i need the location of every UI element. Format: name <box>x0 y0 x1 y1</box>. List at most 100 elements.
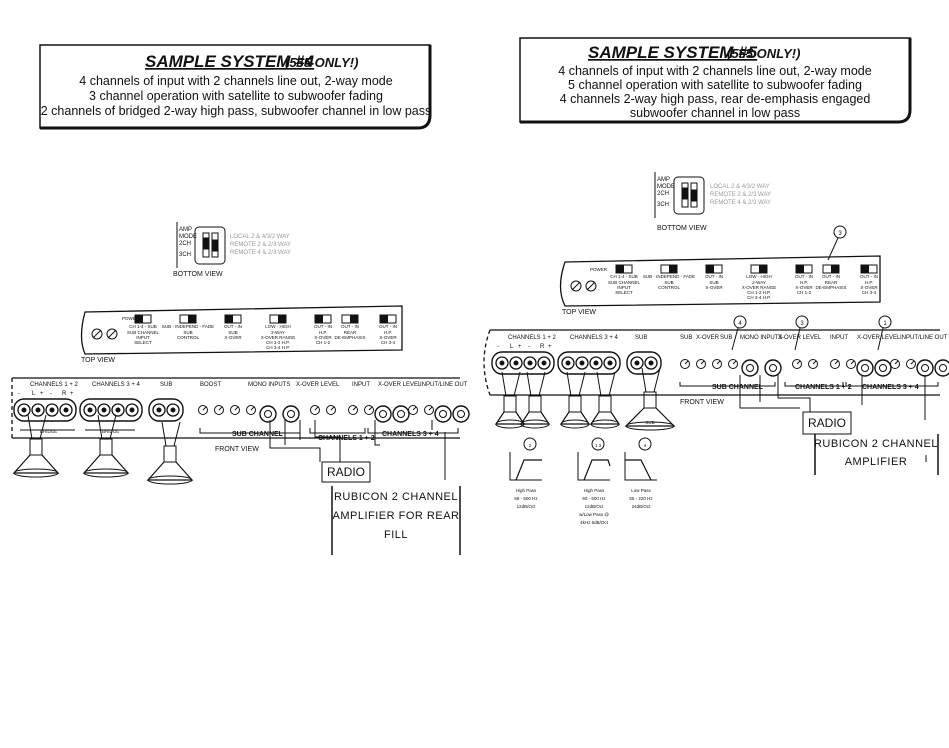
system4-knob-pointer-3 <box>250 406 255 411</box>
svg-text:SUB: SUB <box>160 382 172 388</box>
system4-terminal-screw-1-2 <box>115 407 121 413</box>
system5-switch-label-3: LOW - HIGH <box>746 274 772 279</box>
system5-knob-2 <box>712 359 722 369</box>
system4-speaker-wire-1 <box>97 414 117 440</box>
system4-amplifier-line-3: FILL <box>384 529 408 541</box>
system4-switch-knob-5 <box>350 315 358 323</box>
system5-filter-text-0-2: 12dB/Oct <box>517 504 537 509</box>
system4-function-label-4-0: H.P. <box>319 330 327 335</box>
system5-knob-9 <box>906 359 916 369</box>
system4-front-panel: CHANNELS 1 + 2 CHANNELS 3 + 4 SUB - L + … <box>11 377 470 453</box>
system4-function-label-3-2: CH 1-2 H.P. <box>266 340 290 345</box>
system4-switch-knob-1 <box>188 315 196 323</box>
system5-filter-curve-0 <box>515 459 542 481</box>
system4-function-label-3-3: CH 3-4 H.P. <box>266 345 290 350</box>
system4-speaker-wire-2 <box>161 421 181 447</box>
system4-terminal-0-2 <box>45 403 59 417</box>
system5-knob-pointer-2 <box>716 360 721 365</box>
system5-knob-pointer-1 <box>700 360 705 365</box>
system4-bottom-view: AMP MODE 2CH 3CH LOCAL 2 & 4/3/2 WAY REM… <box>173 222 291 278</box>
system5-function-label-6-1: X-OVER <box>860 285 878 290</box>
system5-filter-callout-text-0: 2 <box>529 443 532 448</box>
system5-knob-7 <box>846 359 856 369</box>
system4-switch-label-6: OUT - IN <box>379 324 397 329</box>
system4-speaker-rim-0 <box>13 468 59 478</box>
system5-line-3: 4 channels 2-way high pass, rear de-emph… <box>560 92 871 106</box>
svg-text:MODE: MODE <box>657 184 675 190</box>
system5-filter-text-0-0: High Pass <box>516 488 537 493</box>
system5-line-2: 5 channel operation with satellite to su… <box>568 78 862 92</box>
system5-terminal-screw-0-2 <box>527 360 533 366</box>
system5-rca-jack-4 <box>916 359 934 377</box>
svg-text:CHANNELS 1 + 2: CHANNELS 1 + 2 <box>30 382 79 388</box>
system5-speaker-wire-0 <box>501 371 521 397</box>
system5-knob-0 <box>680 359 690 369</box>
system5-speaker-cone-0 <box>494 411 526 425</box>
system5-function-label-0-0: SUB CHANNEL <box>608 280 641 285</box>
system5-terminal-screw-1-3 <box>607 360 613 366</box>
system4-rca-pin-2 <box>379 410 387 418</box>
system5-speaker-magnet-0 <box>503 395 517 413</box>
system4-speaker-cone-1 <box>82 454 130 474</box>
system4-terminal-screw-2-1 <box>170 407 176 413</box>
system4-terminal-screw-1-3 <box>129 407 135 413</box>
system5-function-label-0-2: SELECT <box>615 290 633 295</box>
system5-terminal-0-0 <box>495 356 509 370</box>
system5-speaker-rim-1 <box>520 419 550 429</box>
system5-rca-jack-1 <box>764 359 782 377</box>
system5-filter-axes-0 <box>509 452 542 481</box>
system4-terminal-2-0 <box>152 403 166 417</box>
system4-rca-pin-4 <box>439 410 447 418</box>
system5-amplifier-line-1: RUBICON 2 CHANNEL <box>814 438 938 450</box>
svg-text:-: - <box>528 344 530 350</box>
system5-speaker-wire-1 <box>526 371 546 397</box>
system4-rca-jack-3 <box>392 405 410 423</box>
system4-function-label-4-1: X-OVER <box>314 335 332 340</box>
svg-text:3CH: 3CH <box>657 202 669 208</box>
system5-function-label-4-2: CH 1-2 <box>797 290 812 295</box>
svg-text:+: + <box>40 391 44 397</box>
system4-switch-label-2: OUT - IN <box>224 324 242 329</box>
system5-switch-label-6: OUT - IN <box>860 274 878 279</box>
system4-knob-3 <box>246 405 256 415</box>
system5-amplifier-line-2: AMPLIFIER <box>845 456 908 468</box>
system5-function-label-6-0: H.P. <box>865 280 873 285</box>
svg-text:MONO INPUTS: MONO INPUTS <box>740 335 782 341</box>
system5-rca-pin-1 <box>769 364 777 372</box>
system4-switch-knob-0 <box>135 315 143 323</box>
system5-knob-pointer-9 <box>910 360 915 365</box>
system5-filter-callout-1 <box>591 437 605 451</box>
system5-terminal-block-0 <box>491 351 555 375</box>
system5-function-label-1-1: CONTROL <box>658 285 680 290</box>
svg-text:SUB: SUB <box>720 335 732 341</box>
svg-text:CHANNELS 3 + 4: CHANNELS 3 + 4 <box>862 384 919 391</box>
system4-function-label-0-0: SUB CHANNEL <box>127 330 160 335</box>
system5-terminal-screw-2-0 <box>634 360 640 366</box>
system5-function-label-4-0: H.P. <box>800 280 808 285</box>
system5-switch-knob-0 <box>616 265 624 273</box>
svg-text:L: L <box>510 344 514 350</box>
system5-radio: RADIO <box>739 375 852 435</box>
svg-text:CHANNELS 3 + 4: CHANNELS 3 + 4 <box>382 431 439 438</box>
system5-knob-pointer-5 <box>812 360 817 365</box>
svg-text:SUB: SUB <box>680 335 692 341</box>
system4-line-2: 3 channel operation with satellite to su… <box>89 89 383 103</box>
system4-function-label-4-2: CH 1-2 <box>316 340 331 345</box>
system5-terminal-screw-0-0 <box>499 360 505 366</box>
system5-terminal-screw-2-1 <box>648 360 654 366</box>
system5-knob-5 <box>808 359 818 369</box>
system5-switch-label-1: SUB - INDEPEND - FADE <box>643 274 695 279</box>
svg-text:INPUT/LINE OUT: INPUT/LINE OUT <box>900 335 948 341</box>
system4-speaker-cone-0 <box>12 454 60 474</box>
svg-text:CHANNELS 1 + 2: CHANNELS 1 + 2 <box>508 335 557 341</box>
system5-front-panel: CHANNELS 1 + 2 CHANNELS 3 + 4 SUB - L + … <box>483 315 949 406</box>
system4-function-label-6-2: CH 3-4 <box>381 340 396 345</box>
system5-speaker-cone-4 <box>624 407 676 427</box>
svg-text:LOCAL 2 & 4/3/2 WAY: LOCAL 2 & 4/3/2 WAY <box>230 234 290 240</box>
system5-filter-text-2-1: 55 - 220 Hz <box>629 496 653 501</box>
svg-text:-: - <box>497 344 499 350</box>
system5-rca-jack-5 <box>934 359 949 377</box>
system5-filter-axes-1 <box>577 452 610 481</box>
system4-rca-jack-1 <box>282 405 300 423</box>
